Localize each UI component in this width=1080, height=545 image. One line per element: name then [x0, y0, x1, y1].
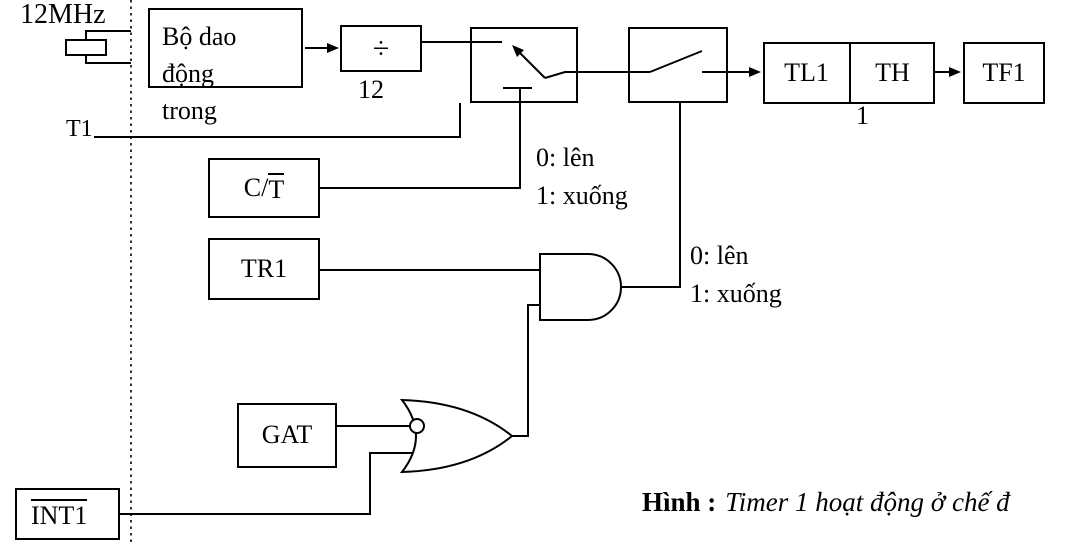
tr1-label: TR1 [240, 253, 288, 283]
int1-label-wrap: INT1 [15, 488, 120, 540]
switch1-box [470, 27, 578, 103]
tf1-box [963, 42, 1045, 104]
arrowhead-tf1-input [949, 67, 961, 77]
ct-label-overlined-t: T [268, 172, 285, 204]
wire-int1-to-or [120, 452, 413, 515]
tlth-box [763, 42, 935, 104]
crystal-body [65, 39, 107, 56]
ct-label-prefix: C/ [243, 172, 269, 202]
oscillator-label: Bộ dao động trong [162, 22, 237, 125]
crystal-lead-top [85, 30, 131, 40]
or-input-inverter-bubble [409, 418, 425, 434]
int1-label: INT1 [31, 498, 88, 530]
or-gate [399, 398, 514, 474]
wire-or-to-and [512, 304, 540, 437]
wire-ct-control [320, 88, 521, 189]
switch1-lever [518, 51, 546, 79]
switch1-lever-arrowhead [512, 45, 524, 57]
th-digit-label: 1 [856, 101, 869, 130]
t1-pin-label: T1 [66, 116, 93, 142]
switch2-box [628, 27, 728, 103]
divider-symbol: ÷ [372, 31, 390, 65]
wire-switch1-to-switch2 [544, 71, 628, 79]
divider-box [340, 25, 422, 72]
switch2-lever [649, 50, 703, 73]
crystal-lead-bottom [85, 55, 131, 64]
ct-label: C/T [208, 158, 320, 218]
tl1-label: TL1 [784, 57, 829, 87]
switch2-mode-note: 0: lên 1: xuống [690, 237, 782, 313]
arrowhead-tl1-input [749, 67, 761, 77]
gat-label: GAT [261, 420, 313, 450]
arrowhead-divider-input [327, 43, 339, 53]
switch2-mode-note-line0: 0: lên [690, 241, 749, 270]
switch2-mode-note-line1: 1: xuống [690, 279, 782, 308]
and-gate [539, 253, 622, 321]
switch1-mode-note: 0: lên 1: xuống [536, 139, 628, 215]
tr1-box [208, 238, 320, 300]
int1-box [15, 488, 120, 540]
gat-box [237, 403, 337, 468]
ct-box [208, 158, 320, 218]
figure-caption-prefix: Hình : [642, 487, 717, 517]
crystal-freq-label: 12MHz [20, 0, 106, 30]
oscillator-box [148, 8, 303, 88]
figure-caption: Hình : Timer 1 hoạt động ở chế đ [642, 487, 1010, 518]
switch1-mode-note-line0: 0: lên [536, 143, 595, 172]
tf1-label: TF1 [982, 57, 1026, 87]
switch1-mode-note-line1: 1: xuống [536, 181, 628, 210]
wire-and-to-switch2-control [621, 103, 681, 288]
wire-t1-input [94, 103, 461, 138]
figure-caption-text: Timer 1 hoạt động ở chế đ [725, 487, 1010, 517]
th-label: TH [875, 57, 910, 87]
divider-value: 12 [358, 75, 384, 104]
